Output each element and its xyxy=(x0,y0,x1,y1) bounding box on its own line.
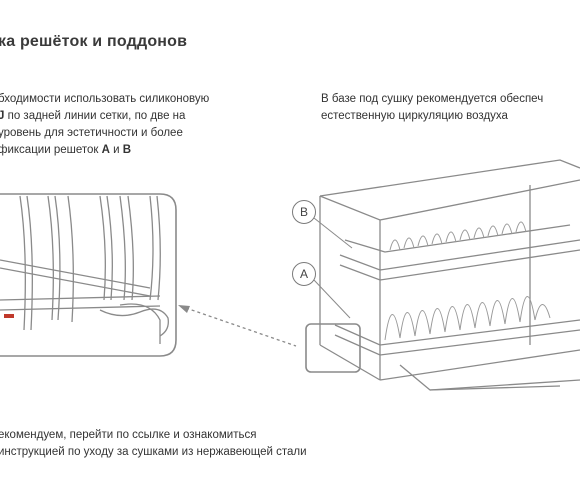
arrow-pointer-icon xyxy=(185,307,297,347)
zoom-highlight-box xyxy=(305,323,361,373)
page-title: ка решёток и поддонов xyxy=(0,33,188,50)
ventilation-note-text: В базе под сушку рекомендуется обеспеч е… xyxy=(321,93,544,122)
silicone-marker xyxy=(4,314,14,318)
silicone-instruction-text: бходимости использовать силиконовую J по… xyxy=(0,93,210,156)
grid-b-label: B xyxy=(292,200,316,224)
care-instruction-text: екомендуем, перейти по ссылке и ознакоми… xyxy=(0,429,307,458)
grid-a-label: A xyxy=(292,262,316,286)
